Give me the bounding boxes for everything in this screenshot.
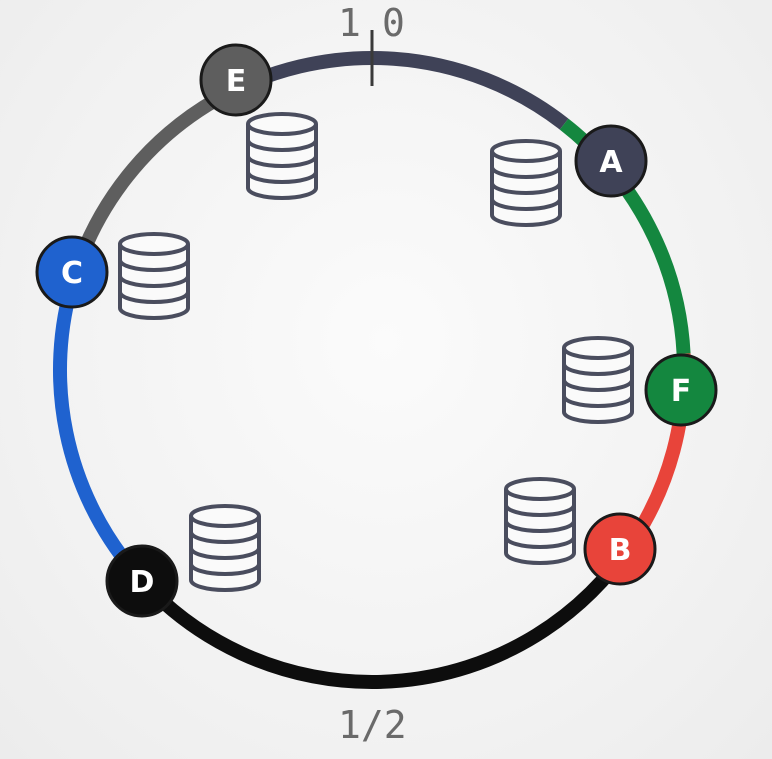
database-icon <box>504 477 576 565</box>
node-e-label: E <box>226 64 247 99</box>
node-d[interactable]: D <box>105 544 179 618</box>
node-e[interactable]: E <box>199 43 273 117</box>
database-icon <box>118 232 190 320</box>
node-b[interactable]: B <box>583 512 657 586</box>
node-c-label: C <box>61 256 83 291</box>
ring-label-half: 1/2 <box>338 703 407 747</box>
database-icon <box>490 139 562 227</box>
node-a-circle <box>574 124 648 198</box>
node-a-label: A <box>599 145 623 180</box>
node-d-circle <box>105 544 179 618</box>
ring-nodes: A F B D C E <box>35 43 718 618</box>
node-f-label: F <box>671 374 692 409</box>
node-c[interactable]: C <box>35 235 109 309</box>
node-f[interactable]: F <box>644 353 718 427</box>
node-e-circle <box>199 43 273 117</box>
node-a[interactable]: A <box>574 124 648 198</box>
database-icon <box>189 504 261 592</box>
database-icons <box>118 112 634 592</box>
node-b-circle <box>583 512 657 586</box>
database-icon <box>562 336 634 424</box>
ring-arc-b-d <box>127 536 640 689</box>
database-icon <box>246 112 318 200</box>
node-b-label: B <box>609 533 632 568</box>
node-f-circle <box>644 353 718 427</box>
ring-label-top: 1 <box>338 1 361 45</box>
node-d-label: D <box>130 565 155 600</box>
ring-label-zero: 0 <box>382 1 405 45</box>
node-c-circle <box>35 235 109 309</box>
ring-arc-d-c <box>53 276 139 575</box>
